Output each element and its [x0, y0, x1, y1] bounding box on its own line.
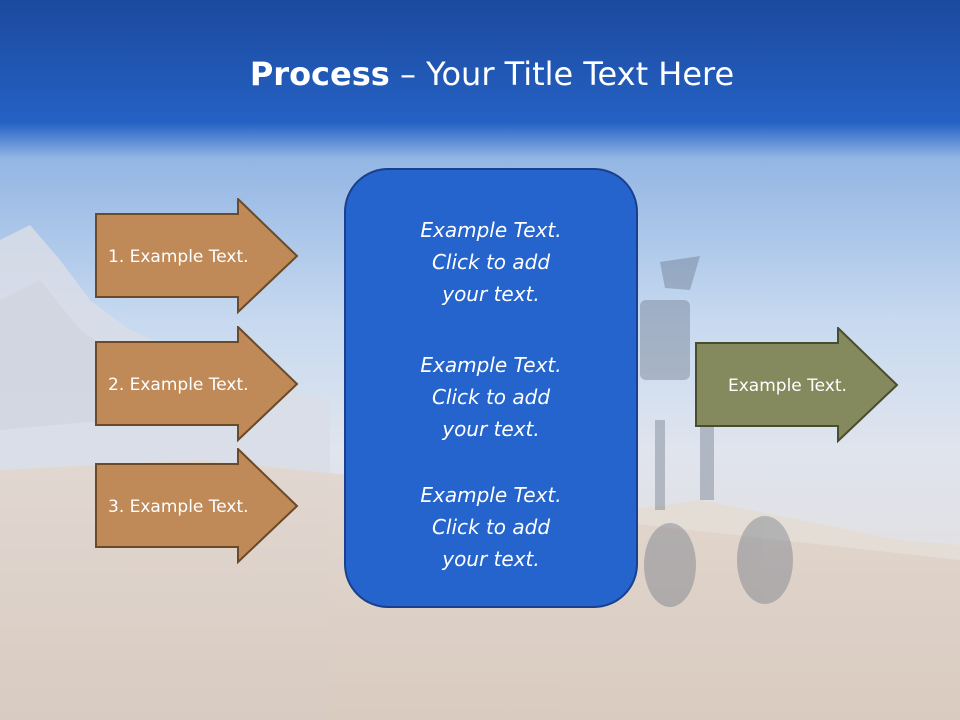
page-title: Process – Your Title Text Here — [0, 52, 960, 96]
center-text-box[interactable]: Example Text. Click to add your text. Ex… — [344, 168, 638, 608]
left-arrow-1[interactable]: 1. Example Text. — [95, 198, 300, 315]
block-line: Click to add — [431, 385, 551, 409]
block-line: Click to add — [431, 250, 551, 274]
arrow-shape — [95, 198, 299, 315]
title-rest: – Your Title Text Here — [389, 55, 735, 93]
arrow-label: 3. Example Text. — [108, 496, 249, 517]
block-line: your text. — [442, 417, 540, 441]
right-arrow[interactable]: Example Text. — [695, 327, 900, 444]
arrow-shape — [95, 448, 299, 565]
block-line: Example Text. — [420, 483, 562, 507]
title-bold: Process — [249, 55, 390, 93]
arrow-label: 2. Example Text. — [108, 374, 249, 395]
arrow-label: Example Text. — [728, 375, 847, 396]
arrow-label: 1. Example Text. — [108, 246, 249, 267]
arrow-shape — [95, 326, 299, 443]
left-arrow-2[interactable]: 2. Example Text. — [95, 326, 300, 443]
block-line: Click to add — [431, 515, 551, 539]
arrow-shape — [695, 327, 899, 444]
block-line: your text. — [442, 547, 540, 571]
left-arrow-3[interactable]: 3. Example Text. — [95, 448, 300, 565]
block-line: Example Text. — [420, 353, 562, 377]
block-line: your text. — [442, 282, 540, 306]
block-line: Example Text. — [420, 218, 562, 242]
text-block-1: Example Text. Click to add your text. — [346, 214, 636, 310]
text-block-3: Example Text. Click to add your text. — [346, 479, 636, 575]
text-block-2: Example Text. Click to add your text. — [346, 349, 636, 445]
